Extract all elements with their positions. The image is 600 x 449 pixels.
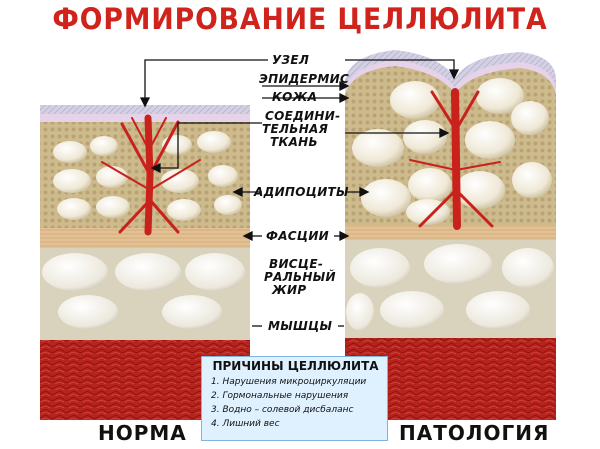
cause-item: 2. Гормональные нарушения [211, 391, 349, 401]
pathology-fascia [345, 225, 556, 243]
causes-title: ПРИЧИНЫ ЦЕЛЛЮЛИТА [212, 359, 379, 373]
cause-item: 4. Лишний вес [211, 419, 280, 429]
pathology-connective-tissue [409, 88, 501, 230]
label-adipocytes: АДИПОЦИТЫ [254, 185, 349, 199]
page-title: ФОРМИРОВАНИЕ ЦЕЛЛЮЛИТА [52, 2, 548, 36]
label-visceral-line3: ЖИР [272, 283, 307, 297]
label-visceral-line1: ВИСЦЕ- [269, 257, 324, 271]
normal-epidermis [40, 105, 250, 115]
label-connectors [139, 59, 460, 327]
label-connective-line3: ТКАНЬ [270, 135, 318, 149]
normal-connective-tissue [101, 114, 201, 236]
label-skin: КОЖА [272, 90, 318, 104]
normal-adipocytes [53, 131, 242, 221]
label-node: УЗЕЛ [272, 53, 310, 67]
footer-pathology: ПАТОЛОГИЯ [399, 421, 550, 445]
label-visceral-line2: РАЛЬНЫЙ [264, 270, 336, 284]
cause-item: 1. Нарушения микроциркуляции [211, 377, 367, 387]
visceral-fat-cells [42, 244, 554, 331]
label-connective-line1: СОЕДИНИ- [265, 109, 341, 123]
normal-fascia [40, 228, 250, 250]
causes-box: ПРИЧИНЫ ЦЕЛЛЮЛИТА 1. Нарушения микроцирк… [201, 356, 388, 441]
label-fascia: ФАСЦИИ [266, 229, 330, 243]
label-epidermis: ЭПИДЕРМИС [259, 72, 350, 86]
footer-normal: НОРМА [98, 421, 187, 445]
pathology-adipocytes [352, 78, 552, 225]
label-muscles: МЫШЦЫ [268, 319, 333, 333]
label-connective-line2: ТЕЛЬНАЯ [262, 122, 329, 136]
cause-item: 3. Водно – солевой дисбаланс [211, 405, 354, 415]
